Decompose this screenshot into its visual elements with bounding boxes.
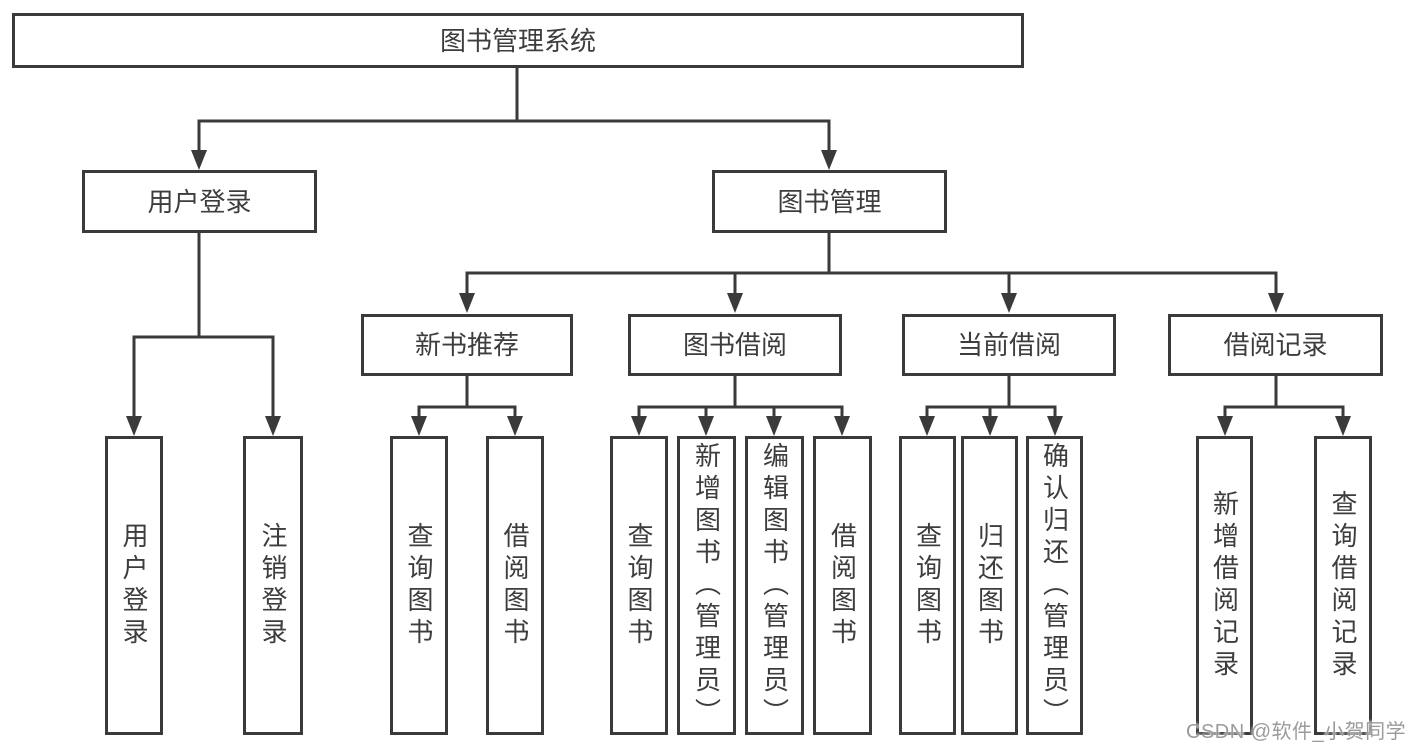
node-user-login-group: 用户登录	[82, 170, 317, 233]
node-query-books-2-label: 查询图书	[624, 521, 654, 650]
node-confirm-return-admin-label: 确认归还（管理员）	[1039, 441, 1070, 730]
node-confirm-return-admin: 确认归还（管理员）	[1026, 436, 1083, 735]
node-current-borrowing-label: 当前借阅	[956, 330, 1061, 360]
node-logout-label: 注销登录	[258, 521, 288, 650]
node-borrow-books-1: 借阅图书	[486, 436, 544, 735]
node-borrow-books-2: 借阅图书	[813, 436, 872, 735]
node-query-books-3-label: 查询图书	[912, 521, 943, 650]
node-query-books-3: 查询图书	[899, 436, 956, 735]
node-library-system: 图书管理系统	[12, 13, 1024, 68]
node-add-borrow-record: 新增借阅记录	[1196, 436, 1253, 735]
node-borrow-books-2-label: 借阅图书	[827, 521, 858, 650]
node-current-borrowing: 当前借阅	[902, 314, 1116, 376]
node-edit-book-admin-label: 编辑图书（管理员）	[759, 441, 790, 730]
node-borrowing-records-label: 借阅记录	[1223, 330, 1328, 360]
node-borrowing-records: 借阅记录	[1168, 314, 1383, 376]
node-query-books-1-label: 查询图书	[404, 521, 434, 650]
node-logout: 注销登录	[243, 436, 303, 735]
node-query-books-1: 查询图书	[390, 436, 448, 735]
node-borrow-books-1-label: 借阅图书	[500, 521, 530, 650]
node-return-books: 归还图书	[961, 436, 1018, 735]
node-book-management-label: 图书管理	[777, 186, 882, 217]
node-query-borrow-record-label: 查询借阅记录	[1328, 489, 1358, 682]
node-user-login-label: 用户登录	[119, 521, 149, 650]
connector-paths	[132, 66, 1345, 418]
node-user-login-group-label: 用户登录	[147, 186, 252, 217]
node-book-management: 图书管理	[712, 170, 947, 233]
node-add-borrow-record-label: 新增借阅记录	[1209, 489, 1240, 682]
node-query-books-2: 查询图书	[610, 436, 668, 735]
node-query-borrow-record: 查询借阅记录	[1314, 436, 1372, 735]
node-library-system-label: 图书管理系统	[439, 25, 596, 56]
node-add-book-admin: 新增图书（管理员）	[677, 436, 736, 735]
arrowheads	[126, 150, 1351, 436]
watermark: CSDN @软件_小贺同学	[1186, 721, 1405, 743]
node-user-login: 用户登录	[105, 436, 163, 735]
node-new-book-recommend-label: 新书推荐	[414, 330, 519, 360]
node-book-borrowing-label: 图书借阅	[682, 330, 787, 360]
node-new-book-recommend: 新书推荐	[361, 314, 573, 376]
node-book-borrowing: 图书借阅	[628, 314, 842, 376]
node-return-books-label: 归还图书	[974, 521, 1005, 650]
node-add-book-admin-label: 新增图书（管理员）	[691, 441, 722, 730]
node-edit-book-admin: 编辑图书（管理员）	[745, 436, 804, 735]
